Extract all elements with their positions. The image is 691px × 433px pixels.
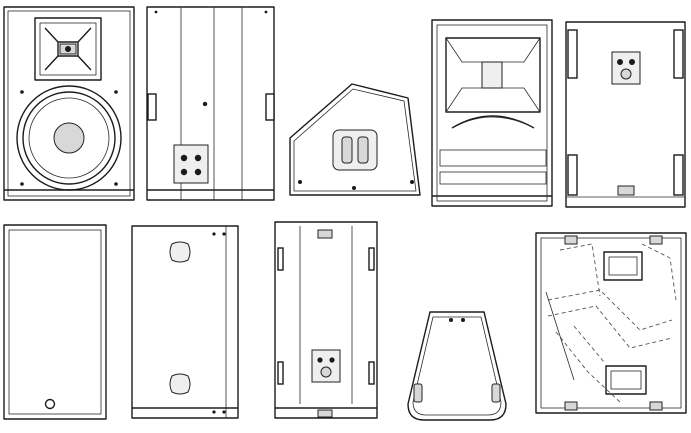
side-handle-left xyxy=(147,93,157,121)
connector-plate xyxy=(611,51,641,85)
rigging-point-bottom xyxy=(169,373,191,395)
speaker-grille-view xyxy=(3,224,107,420)
logo-badge xyxy=(44,398,56,410)
input-panel xyxy=(173,144,209,184)
horn-driver xyxy=(34,17,102,81)
subwoofer-front-view xyxy=(431,19,553,207)
speaker-profile-view xyxy=(289,83,421,196)
wedge-foot-left xyxy=(413,383,423,403)
rear-handle-top-left xyxy=(567,29,578,79)
wedge-foot-right xyxy=(491,383,501,403)
pole-mount-socket xyxy=(332,129,378,171)
port-opening-bottom xyxy=(605,365,647,395)
subwoofer-rear-view xyxy=(565,21,686,208)
rear-handle-bottom-left xyxy=(567,154,578,196)
speaker-rear-view xyxy=(274,221,378,419)
speakon-socket xyxy=(311,349,341,383)
horn-throat xyxy=(445,37,541,113)
speaker-front-view xyxy=(3,6,135,201)
port-opening-top xyxy=(603,251,643,281)
rear-handle-bottom-right xyxy=(673,154,684,196)
speaker-side-view xyxy=(146,6,275,201)
woofer-cone xyxy=(16,85,122,191)
speaker-top-view xyxy=(131,225,239,419)
rear-handle-top-right xyxy=(673,29,684,79)
speaker-wedge-view xyxy=(407,311,507,421)
subwoofer-internal-view xyxy=(535,232,687,414)
rigging-point-top xyxy=(169,241,191,263)
side-handle-right xyxy=(265,93,275,121)
